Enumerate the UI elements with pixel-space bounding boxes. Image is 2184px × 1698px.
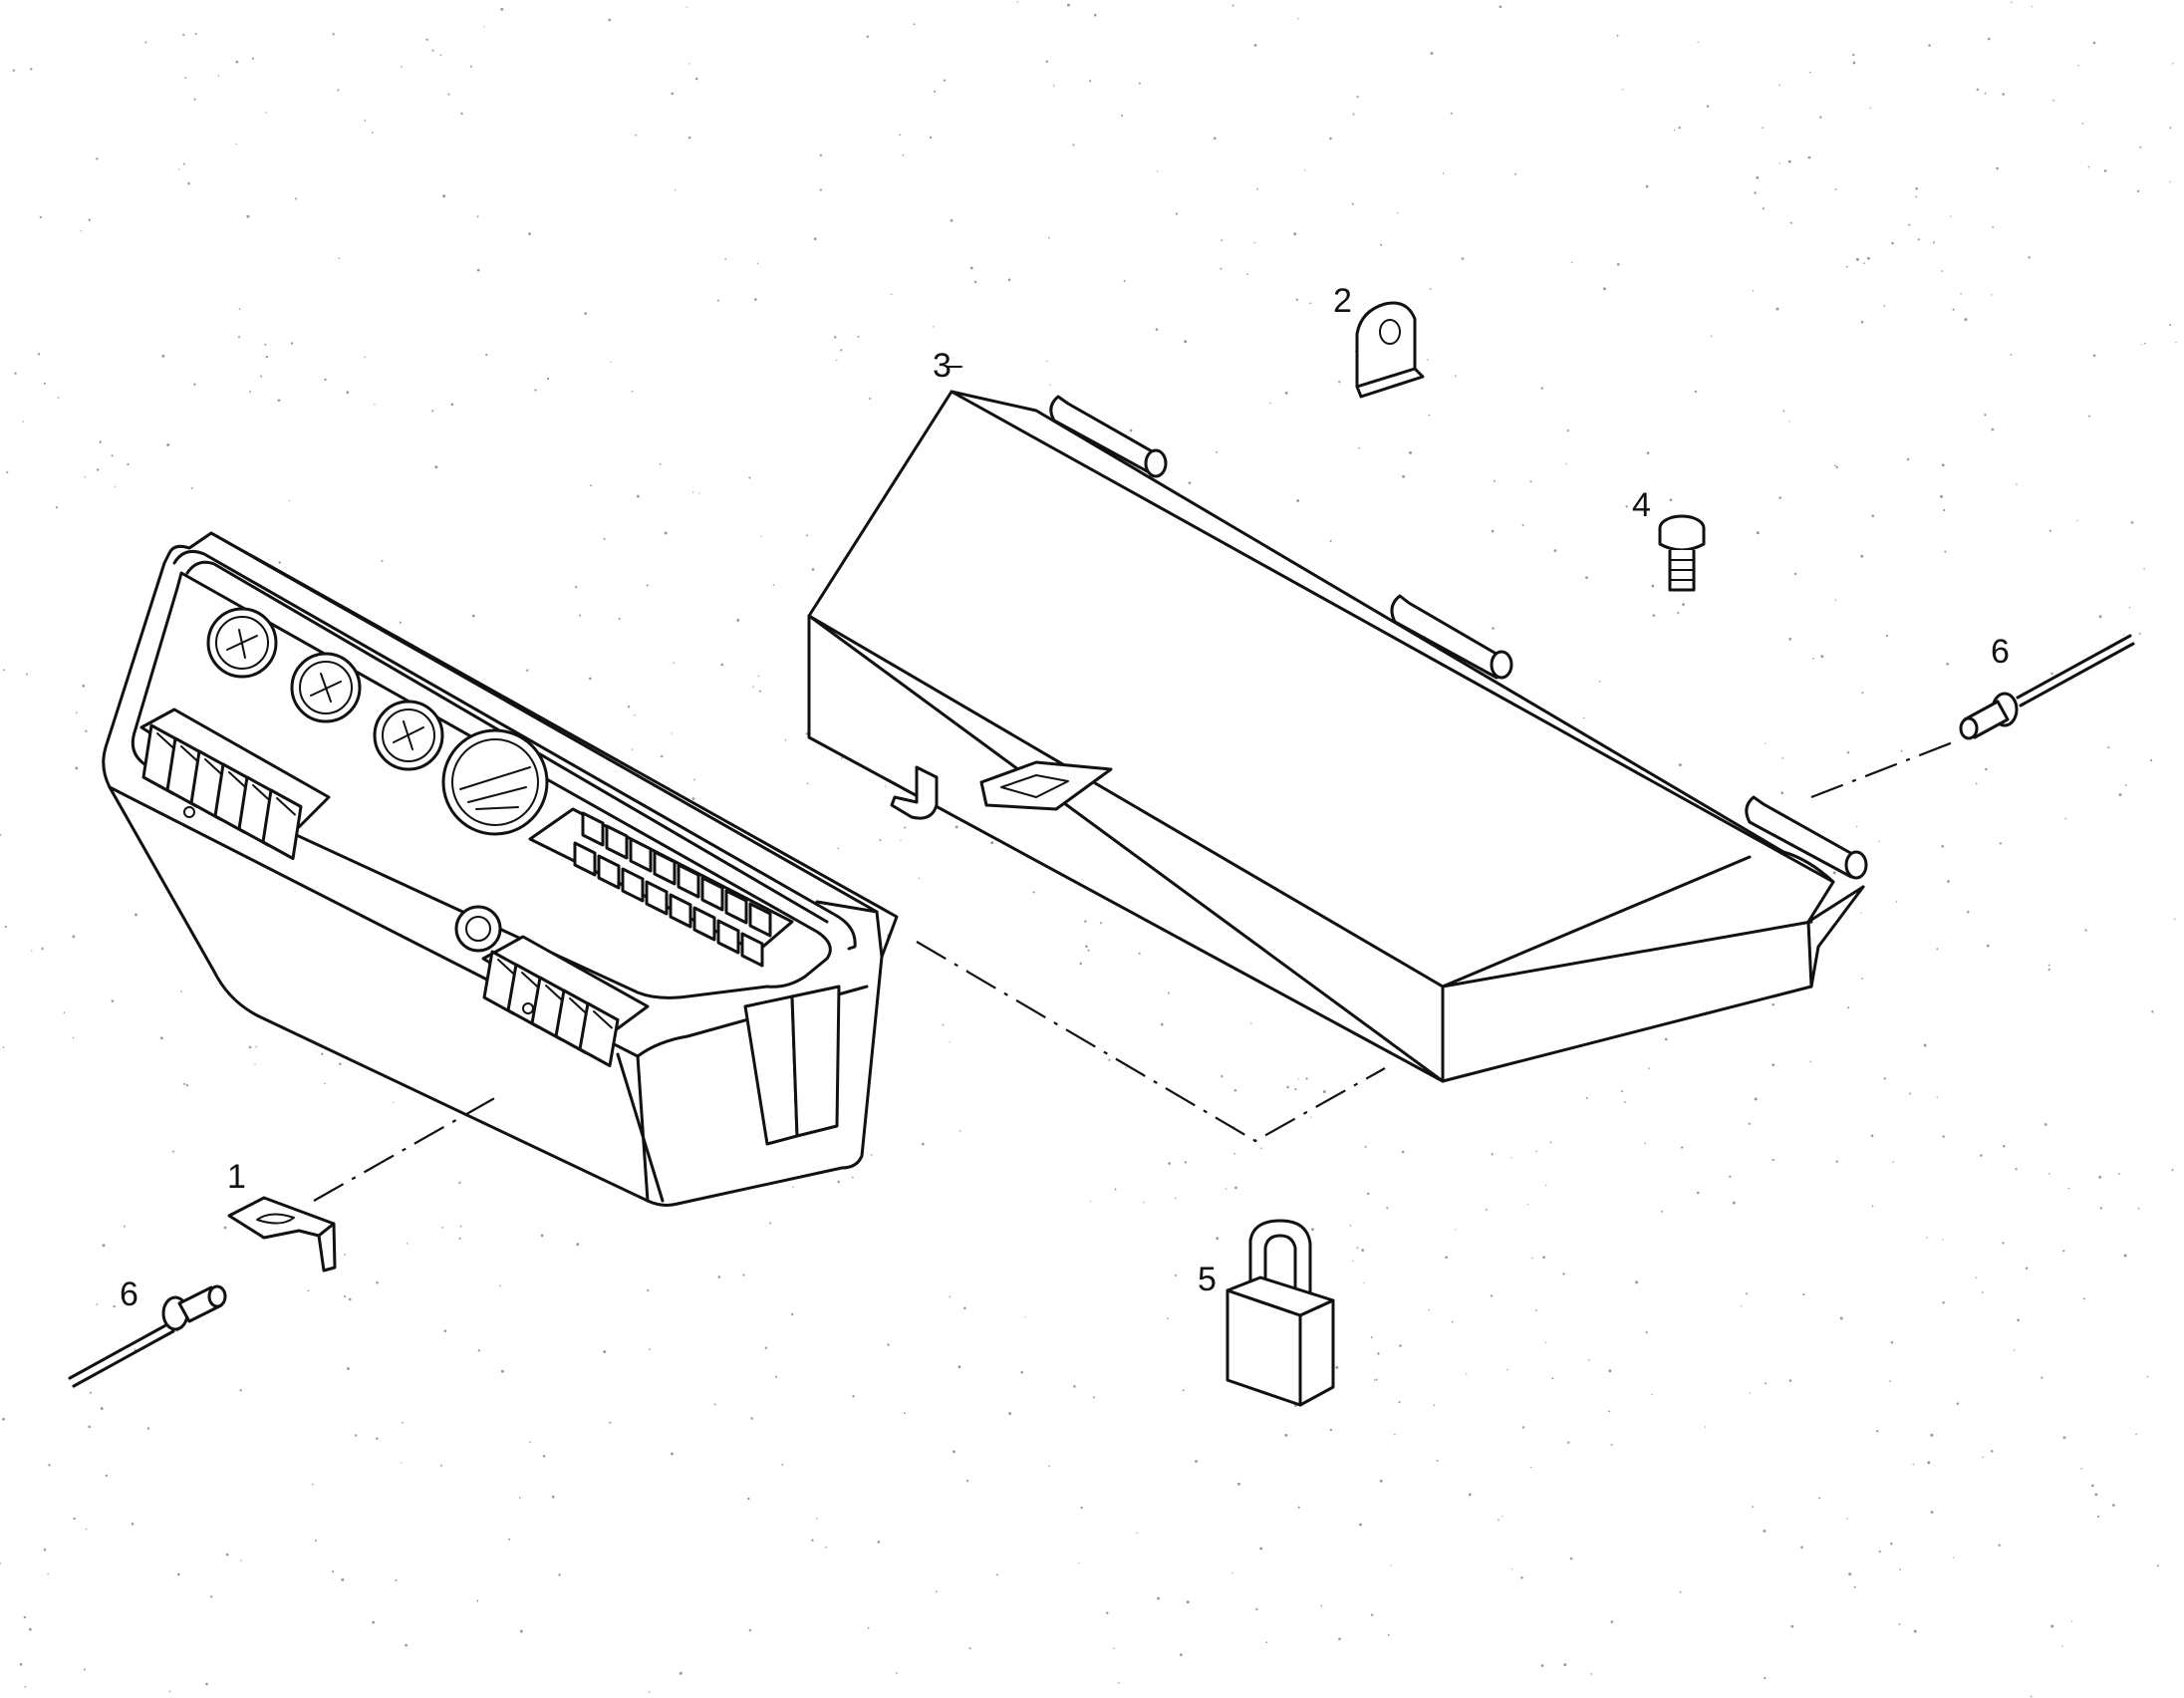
hinge-top	[1049, 395, 1168, 478]
indicator-light	[605, 824, 629, 860]
indicator-light	[629, 837, 653, 873]
indicator-light	[724, 889, 748, 925]
callout-part-3: 3	[933, 347, 952, 385]
rocker-switch	[578, 1001, 620, 1067]
callout-part-4: 4	[1632, 486, 1651, 524]
indicator-light	[597, 854, 621, 890]
indicator-light	[573, 841, 597, 877]
indicator-light	[669, 893, 692, 929]
callout-part-1: 1	[227, 1158, 246, 1196]
callout-part-6-left: 6	[120, 1275, 138, 1313]
callout-part-5: 5	[1198, 1261, 1217, 1298]
assembly-center-lines	[313, 740, 1954, 1202]
indicator-light	[692, 906, 716, 942]
pin-part-6-right	[1959, 634, 2135, 740]
indicator-light	[700, 876, 724, 912]
indicator-light	[621, 867, 645, 903]
ignition-key-icon	[454, 905, 502, 953]
hinge-middle	[1390, 594, 1513, 680]
pin-part-6-left	[68, 1284, 227, 1388]
indicator-light	[740, 932, 764, 968]
gauge-temperature-icon	[206, 607, 278, 679]
lock-bracket-part-1	[227, 1196, 337, 1273]
speedometer-icon	[441, 728, 549, 836]
hasp-plate-part-2	[1355, 301, 1425, 399]
callout-part-2: 2	[1333, 282, 1352, 320]
indicator-light	[677, 863, 700, 899]
lower-switch-bank	[183, 806, 650, 1067]
indicator-light	[645, 880, 669, 916]
screw-part-4	[1658, 514, 1706, 592]
indicator-light	[716, 919, 740, 955]
indicator-light	[581, 811, 605, 847]
cover-lid	[807, 390, 1868, 1083]
gauge-fuel-icon	[290, 652, 362, 723]
indicator-light	[748, 902, 772, 938]
cover-latch-bracket	[890, 760, 1113, 820]
gauge-cluster	[206, 607, 549, 836]
indicator-light	[653, 850, 677, 886]
indicator-light-bank	[528, 807, 794, 968]
callout-part-6-right: 6	[1991, 633, 2010, 671]
hinge-right	[1745, 795, 1868, 880]
left-switch-bank	[139, 708, 331, 860]
gauge-pressure-icon	[373, 700, 444, 771]
rocker-switch	[261, 788, 303, 860]
padlock-part-5	[1226, 1219, 1335, 1407]
